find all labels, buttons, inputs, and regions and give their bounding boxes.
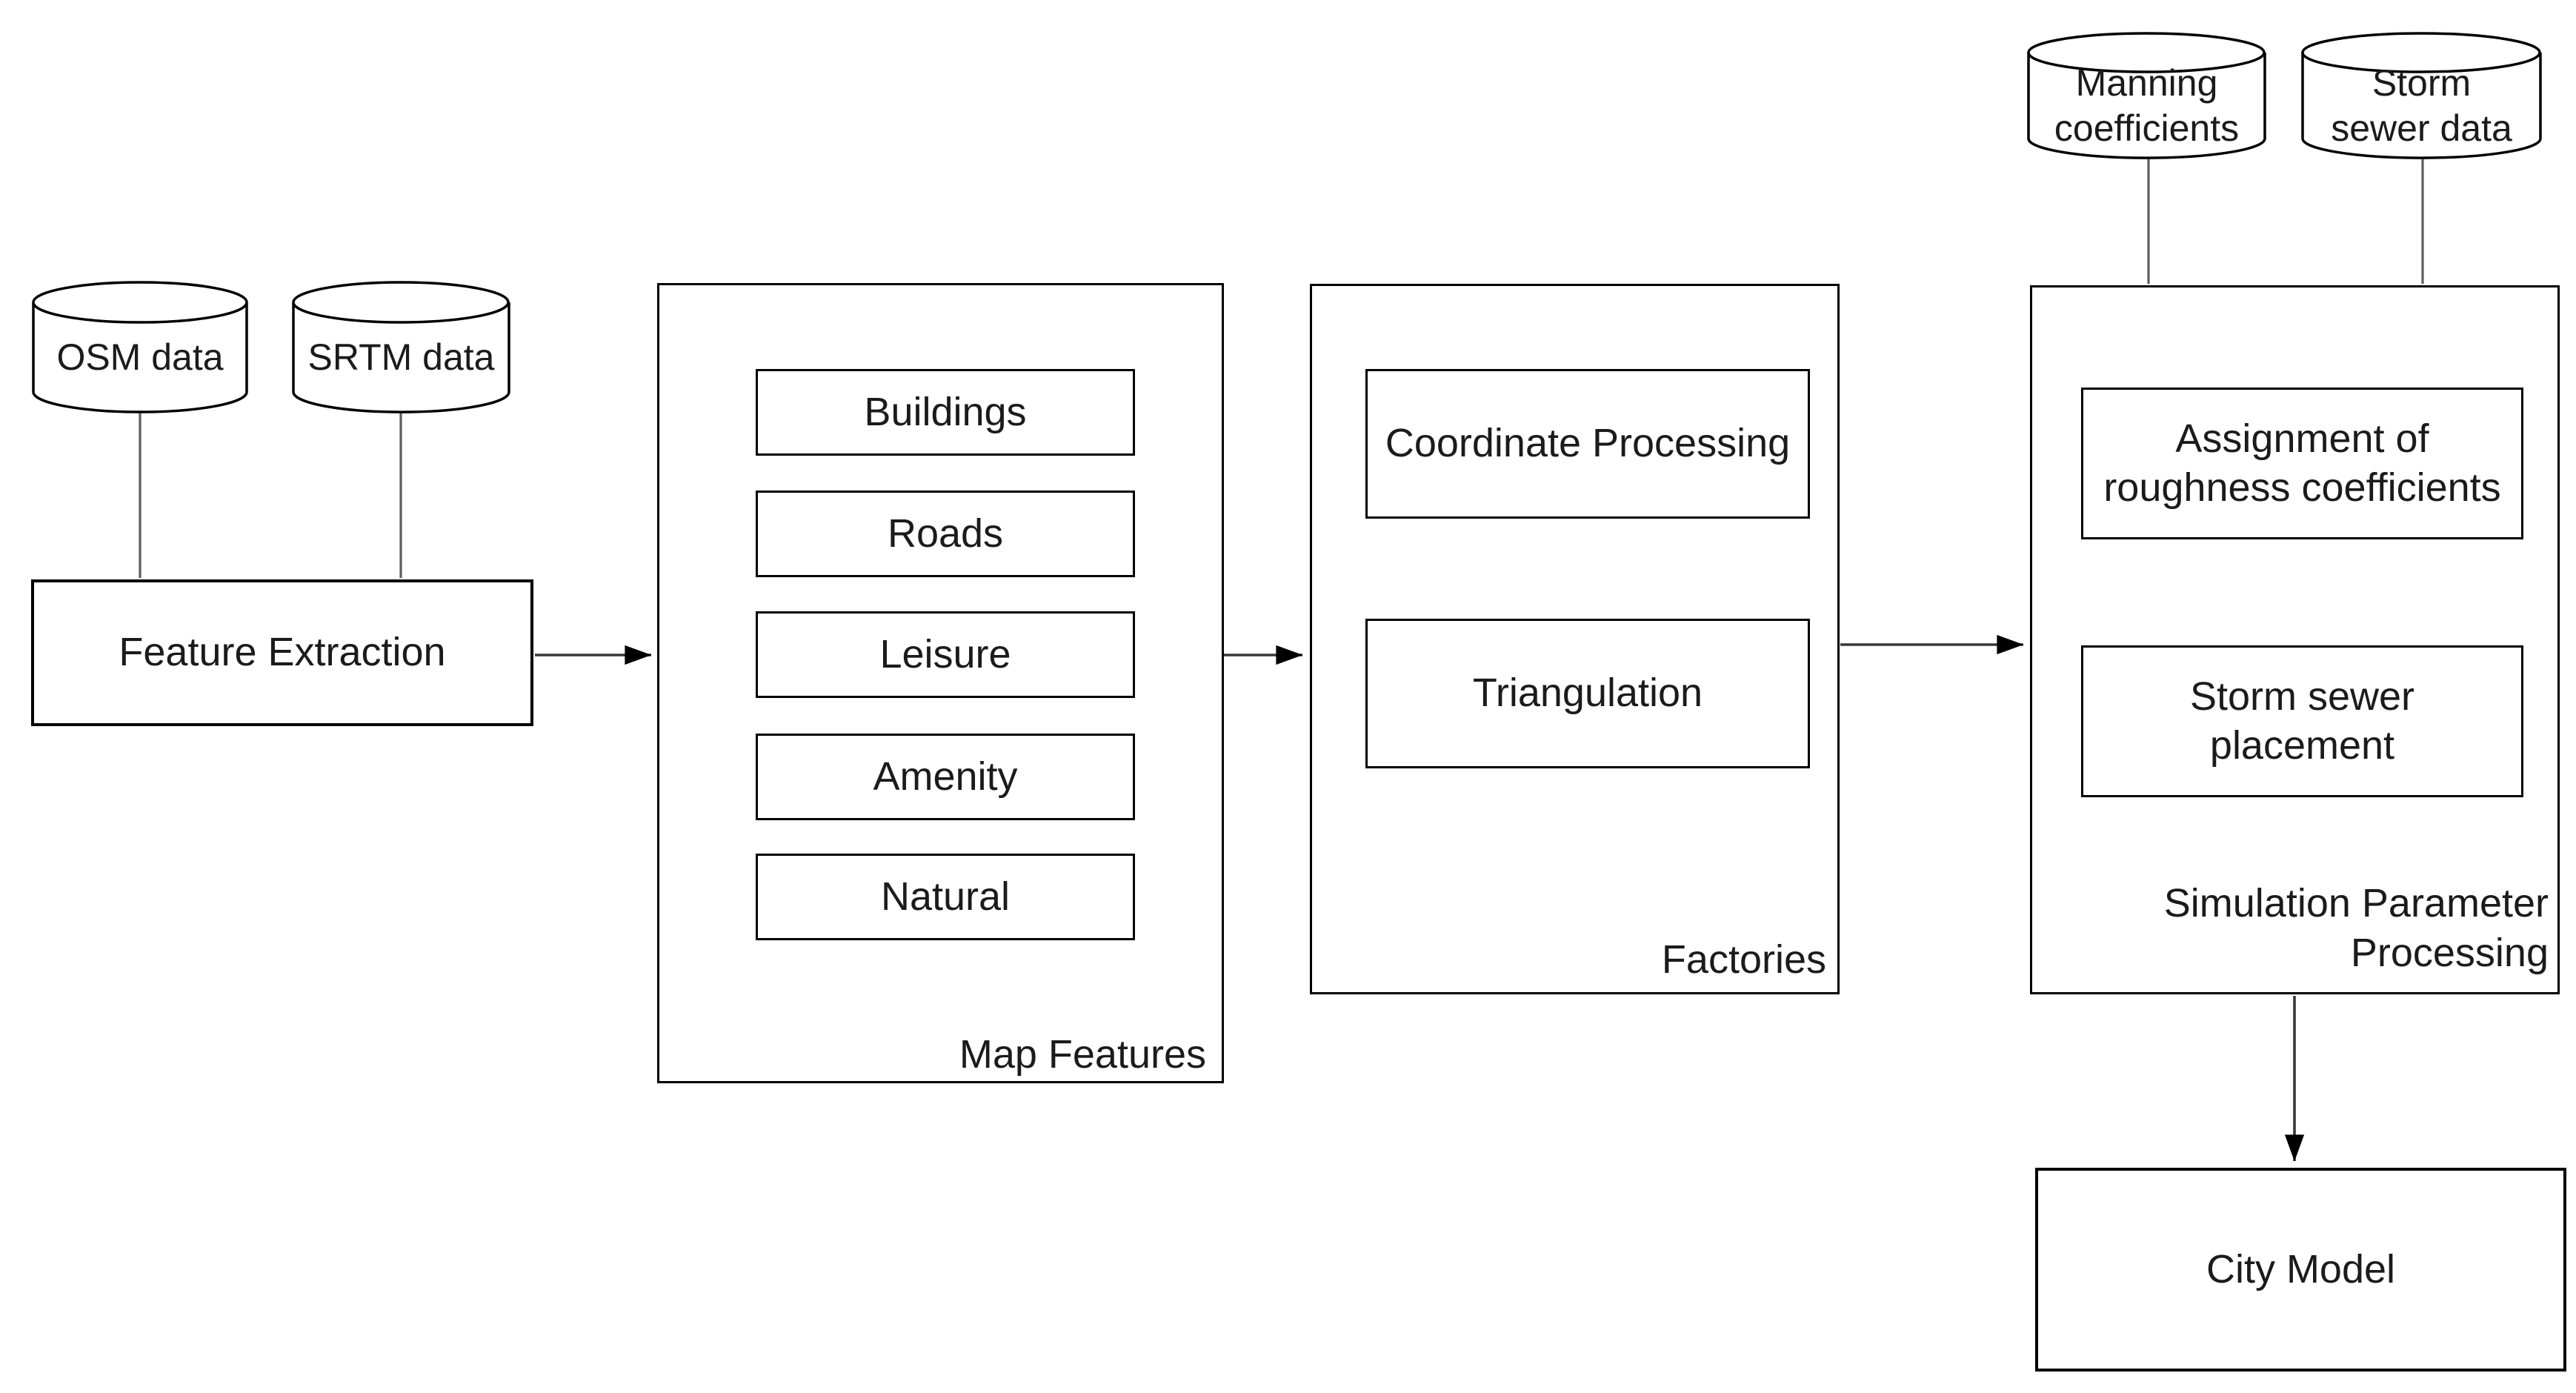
node-buildings-label: Buildings (864, 389, 1027, 434)
node-leisure-label: Leisure (879, 631, 1011, 676)
node-natural-label: Natural (880, 874, 1011, 919)
node-amenity: Amenity (756, 734, 1135, 820)
datastore-srtm-label: SRTM data (307, 336, 495, 378)
datastore-manning-coefficients: Manning coefficients (2026, 31, 2267, 161)
node-feature-extraction: Feature Extraction (31, 579, 533, 726)
database-cylinder-icon (32, 281, 248, 413)
node-leisure: Leisure (756, 611, 1135, 698)
database-cylinder-icon (2301, 32, 2542, 159)
node-city-model: City Model (2035, 1168, 2566, 1372)
datastore-manning-label: Manning coefficients (2054, 61, 2240, 149)
node-coordinate-processing-label: Coordinate Processing (1385, 421, 1791, 466)
node-amenity-label: Amenity (873, 754, 1018, 799)
node-roads: Roads (756, 491, 1135, 577)
node-assignment-roughness-label: Assignment of roughness coefficients (2103, 416, 2501, 510)
database-cylinder-icon (2027, 32, 2266, 159)
node-storm-sewer-placement: Storm sewer placement (2081, 645, 2523, 797)
node-coordinate-processing: Coordinate Processing (1365, 369, 1810, 519)
datastore-osm: OSM data (31, 280, 249, 415)
datastore-srtm: SRTM data (291, 280, 511, 415)
node-storm-sewer-placement-label: Storm sewer placement (2189, 674, 2415, 768)
datastore-storm-sewer-label: Storm sewer data (2331, 61, 2512, 149)
container-factories-label: Factories (1661, 937, 1826, 982)
node-buildings: Buildings (756, 369, 1135, 456)
datastore-storm-sewer-data: Storm sewer data (2300, 31, 2543, 161)
node-assignment-roughness: Assignment of roughness coefficients (2081, 388, 2523, 539)
container-map-features-label: Map Features (959, 1032, 1206, 1077)
node-city-model-label: City Model (2206, 1246, 2396, 1291)
node-triangulation: Triangulation (1365, 619, 1810, 768)
node-natural: Natural (756, 854, 1135, 940)
database-cylinder-icon (292, 281, 510, 413)
node-roads-label: Roads (887, 511, 1004, 556)
container-simulation-label: Simulation Parameter Processing (2163, 881, 2549, 975)
node-feature-extraction-label: Feature Extraction (119, 630, 446, 675)
datastore-osm-label: OSM data (56, 336, 224, 378)
node-triangulation-label: Triangulation (1472, 671, 1703, 716)
